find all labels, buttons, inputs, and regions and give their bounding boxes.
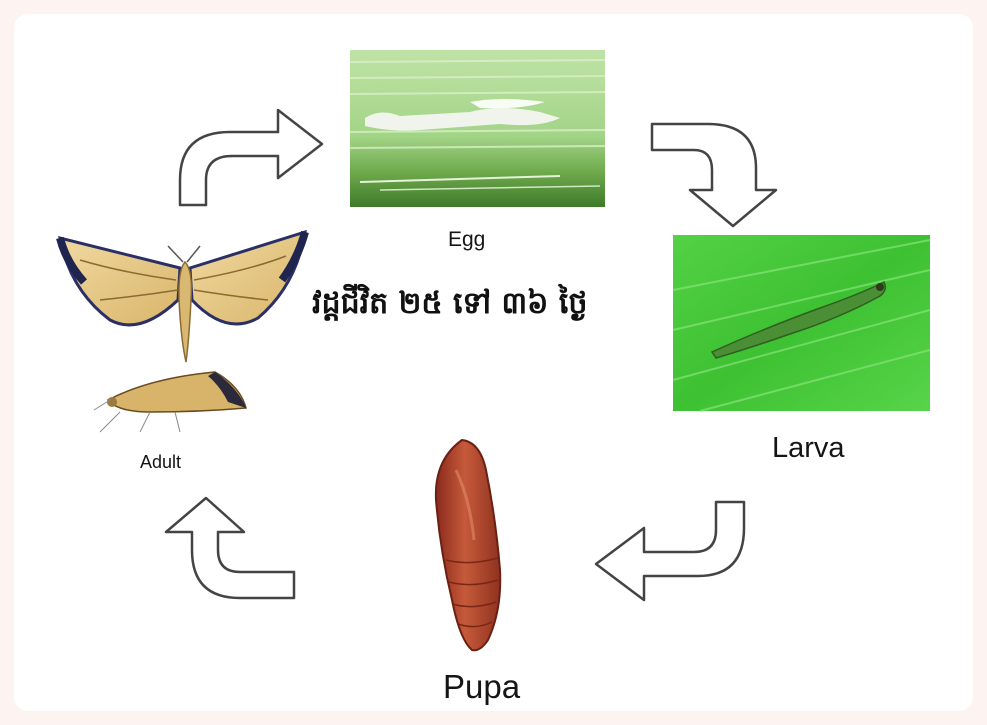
stage-label-larva: Larva <box>772 432 845 465</box>
moth-image <box>60 232 305 432</box>
curved-arrow-icon <box>596 502 744 600</box>
stage-label-pupa: Pupa <box>443 668 520 706</box>
larva-image <box>673 235 930 411</box>
pupa-image <box>436 440 500 650</box>
stage-label-adult: Adult <box>140 452 181 473</box>
curved-arrow-icon <box>166 498 294 598</box>
curved-arrow-icon <box>180 110 322 205</box>
cycle-duration-text: វដ្តជីវិត ២៥ ទៅ ៣៦ ថ្ងៃ <box>312 284 587 328</box>
curved-arrow-icon <box>652 124 776 226</box>
egg-image <box>350 50 605 207</box>
stage-label-egg: Egg <box>448 228 485 252</box>
